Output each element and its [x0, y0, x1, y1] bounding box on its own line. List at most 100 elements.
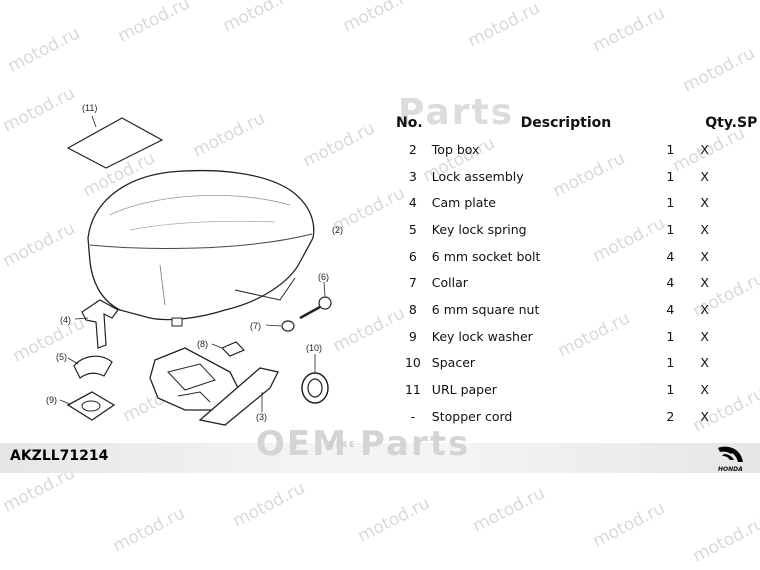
- watermark-text: motod.ru: [219, 0, 299, 37]
- cell-qty: 1: [666, 168, 675, 184]
- cell-qty: 1: [666, 382, 675, 398]
- cell-description: Stopper cord: [431, 408, 513, 424]
- cell-sp: X: [700, 328, 709, 344]
- watermark-text: motod.ru: [589, 3, 669, 57]
- header-sp: SP: [736, 115, 758, 131]
- cell-description: 6 mm socket bolt: [431, 248, 541, 264]
- table-row: 8 6 mm square nut 4 X: [396, 296, 721, 323]
- part-7-collar: [265, 320, 295, 332]
- part-11-url-paper: [66, 115, 164, 169]
- table-row: 3 Lock assembly 1 X: [396, 163, 721, 190]
- honda-logo-text: HONDA: [718, 466, 743, 473]
- callout-8: (8): [197, 339, 208, 349]
- watermark-text: motod.ru: [229, 478, 309, 532]
- cell-sp: X: [700, 408, 709, 424]
- watermark-text: motod.ru: [109, 503, 189, 557]
- cell-description: Cam plate: [431, 195, 496, 211]
- callout-6: (6): [318, 272, 329, 282]
- cell-qty: 1: [666, 328, 675, 344]
- honda-wing-logo-icon: [718, 446, 743, 462]
- cell-qty: 1: [666, 195, 675, 211]
- watermark-text: motod.ru: [679, 43, 759, 97]
- cell-no: 9: [408, 328, 417, 344]
- watermark-text: motod.ru: [339, 0, 419, 37]
- cell-qty: 4: [666, 248, 675, 264]
- cell-no: 3: [408, 168, 417, 184]
- table-row: 4 Cam plate 1 X: [396, 189, 721, 216]
- part-5-key-lock-spring: [67, 355, 113, 379]
- table-row: 6 6 mm socket bolt 4 X: [396, 243, 721, 270]
- watermark-text: motod.ru: [114, 0, 194, 47]
- watermark-text: motod.ru: [469, 483, 549, 537]
- callout-10: (10): [306, 343, 322, 353]
- cell-qty: 1: [666, 221, 675, 237]
- cell-sp: X: [700, 355, 709, 371]
- cell-description: URL paper: [431, 382, 497, 398]
- cell-description: 6 mm square nut: [431, 301, 540, 317]
- header-no: No.: [396, 115, 423, 131]
- part-code: AKZLL71214: [10, 448, 109, 464]
- watermark-text: motod.ru: [464, 0, 544, 52]
- brand-watermark-bike: BIKE: [328, 440, 357, 449]
- part-2-top-box: [87, 169, 315, 327]
- table-row: 2 Top box 1 X: [396, 136, 721, 163]
- brand-watermark-parts: Parts: [398, 92, 515, 133]
- callout-4: (4): [60, 315, 71, 325]
- cell-no: 7: [408, 275, 417, 291]
- watermark-text: motod.ru: [589, 498, 669, 552]
- cell-description: Collar: [431, 275, 468, 291]
- table-row: 5 Key lock spring 1 X: [396, 216, 721, 243]
- cell-description: Spacer: [431, 355, 476, 371]
- callout-5: (5): [56, 352, 67, 362]
- callout-7: (7): [250, 321, 261, 331]
- table-row: 7 Collar 4 X: [396, 269, 721, 296]
- parts-illustration: (11) (2) (6) (4) (7) (5) (8) (10) (9) (3…: [46, 103, 343, 426]
- cell-sp: X: [700, 168, 709, 184]
- cell-sp: X: [700, 195, 709, 211]
- callout-9: (9): [46, 395, 57, 405]
- cell-description: Lock assembly: [431, 168, 524, 184]
- table-row: 9 Key lock washer 1 X: [396, 323, 721, 350]
- cell-no: -: [410, 408, 416, 424]
- header-qty: Qty.: [705, 115, 737, 131]
- cell-description: Key lock washer: [431, 328, 533, 344]
- cell-qty: 1: [666, 355, 675, 371]
- cell-qty: 4: [666, 275, 675, 291]
- part-3-lock-assembly: [149, 347, 279, 426]
- cell-no: 8: [408, 301, 417, 317]
- brand-watermark-oem: OEM: [256, 424, 348, 464]
- part-9-key-lock-washer: [59, 391, 116, 421]
- cell-sp: X: [700, 221, 709, 237]
- callout-3: (3): [256, 412, 267, 422]
- cell-qty: 1: [666, 141, 675, 157]
- cell-no: 4: [408, 195, 417, 211]
- cell-no: 5: [408, 221, 417, 237]
- cell-description: Top box: [431, 141, 480, 157]
- callout-11: (11): [82, 103, 97, 113]
- watermark-text: motod.ru: [4, 23, 84, 77]
- cell-sp: X: [700, 382, 709, 398]
- table-row: 10 Spacer 1 X: [396, 350, 721, 377]
- footer-band: [0, 443, 760, 473]
- cell-qty: 4: [666, 301, 675, 317]
- table-header: No. Description Qty. SP: [396, 110, 757, 136]
- cell-description: Key lock spring: [431, 221, 527, 237]
- watermark-text: motod.ru: [354, 493, 434, 547]
- cell-sp: X: [700, 275, 709, 291]
- cell-sp: X: [700, 141, 709, 157]
- part-6-socket-bolt: [299, 281, 332, 320]
- cell-sp: X: [700, 301, 709, 317]
- part-10-spacer: [301, 354, 329, 404]
- brand-watermark-parts-footer: Parts: [360, 424, 471, 464]
- cell-no: 11: [404, 382, 421, 398]
- cell-no: 6: [408, 248, 417, 264]
- cell-sp: X: [700, 248, 709, 264]
- part-4-cam-plate: [74, 299, 119, 349]
- watermark-text: motod.ru: [689, 513, 760, 567]
- cell-no: 10: [404, 355, 421, 371]
- cell-no: 2: [408, 141, 417, 157]
- callout-2: (2): [332, 225, 343, 235]
